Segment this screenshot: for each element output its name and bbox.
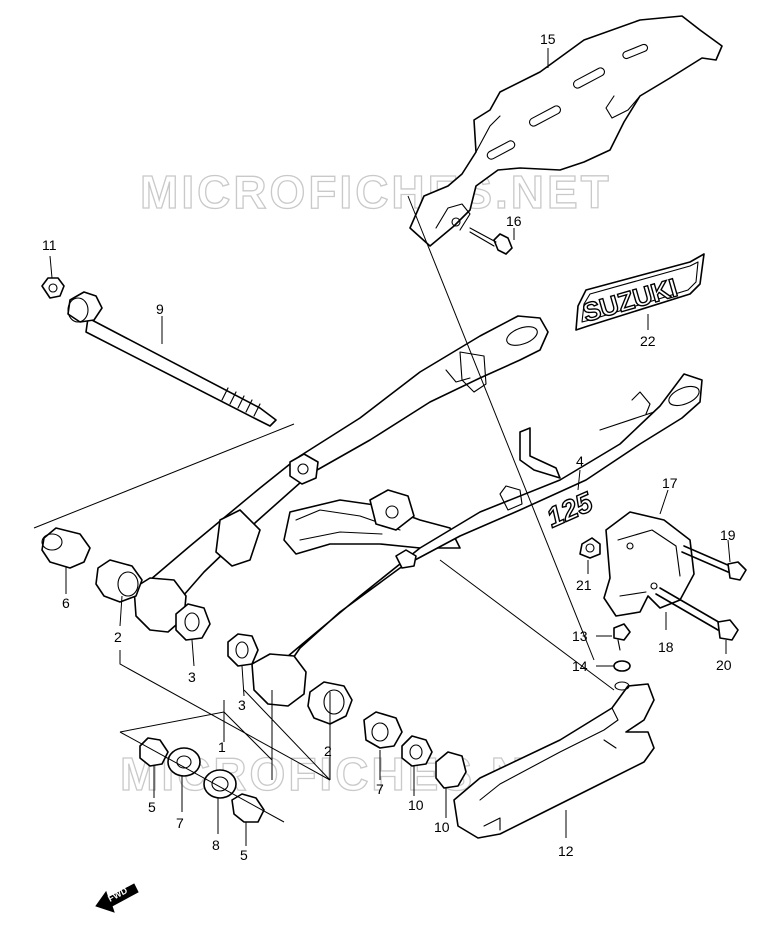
callout-22: 22 (640, 333, 656, 349)
washer-7-right (203, 769, 237, 799)
bolt-16 (469, 227, 513, 255)
bushing-6-upper (41, 527, 91, 569)
pivot-shaft (67, 291, 277, 427)
callout-9: 10 (408, 797, 424, 813)
callout-2-lower: 2 (324, 743, 332, 759)
spacer-5-right (231, 793, 265, 823)
chain-case (409, 15, 723, 247)
suzuki-emblem: SUZUKI (575, 253, 705, 331)
callout-14: 14 (572, 658, 588, 674)
washer-14 (613, 660, 631, 672)
bearing-2-upper (95, 559, 143, 603)
chain-buffer (453, 681, 655, 839)
spacer-5-left (139, 737, 169, 767)
callout-leaders (49, 48, 731, 846)
callout-labels: 15 16 22 11 9 4 17 19 21 18 20 13 14 6 2… (42, 31, 736, 863)
callout-5-right: 5 (240, 847, 248, 863)
swing-arm: 125 (133, 315, 703, 707)
seal-3-lower (227, 633, 259, 667)
callout-11: 11 (42, 237, 57, 253)
bolt-21 (579, 537, 601, 559)
callout-20: 20 (716, 657, 732, 673)
washer-7-left (167, 747, 201, 777)
cap-10 (435, 751, 467, 789)
callout-6-lower: 7 (376, 781, 384, 797)
callout-4: 4 (576, 453, 584, 469)
callout-8: 9 (156, 301, 164, 317)
callout-13: 13 (572, 628, 588, 644)
bushing-6-lower (363, 711, 403, 749)
bolt-20 (655, 587, 739, 641)
watermark-top: MICROFICHES.NET (140, 166, 612, 218)
callout-15: 15 (540, 31, 556, 47)
callout-17: 17 (662, 475, 678, 491)
callout-19: 19 (720, 527, 736, 543)
bolt-13 (613, 623, 631, 651)
callout-10: 10 (434, 819, 450, 835)
mount-bracket (603, 511, 695, 617)
callout-6-upper: 6 (62, 595, 70, 611)
nut-9 (401, 735, 433, 767)
bolt-19 (681, 545, 747, 581)
callout-18: 18 (658, 639, 674, 655)
seal-3-upper (175, 603, 211, 641)
callout-16: 16 (506, 213, 522, 229)
callout-1: 1 (218, 739, 226, 755)
callout-21: 21 (576, 577, 592, 593)
callout-7-left: 7 (176, 815, 184, 831)
callout-3-upper: 3 (188, 669, 196, 685)
callout-5-left: 5 (148, 799, 156, 815)
callout-2-upper: 2 (114, 629, 122, 645)
assembly-bracket (33, 195, 615, 823)
callout-7-right: 8 (212, 837, 220, 853)
fwd-arrow-icon: FWD (95, 883, 139, 913)
callout-12: 12 (558, 843, 574, 859)
nut-11 (41, 277, 65, 299)
callout-3-lower: 3 (238, 697, 246, 713)
